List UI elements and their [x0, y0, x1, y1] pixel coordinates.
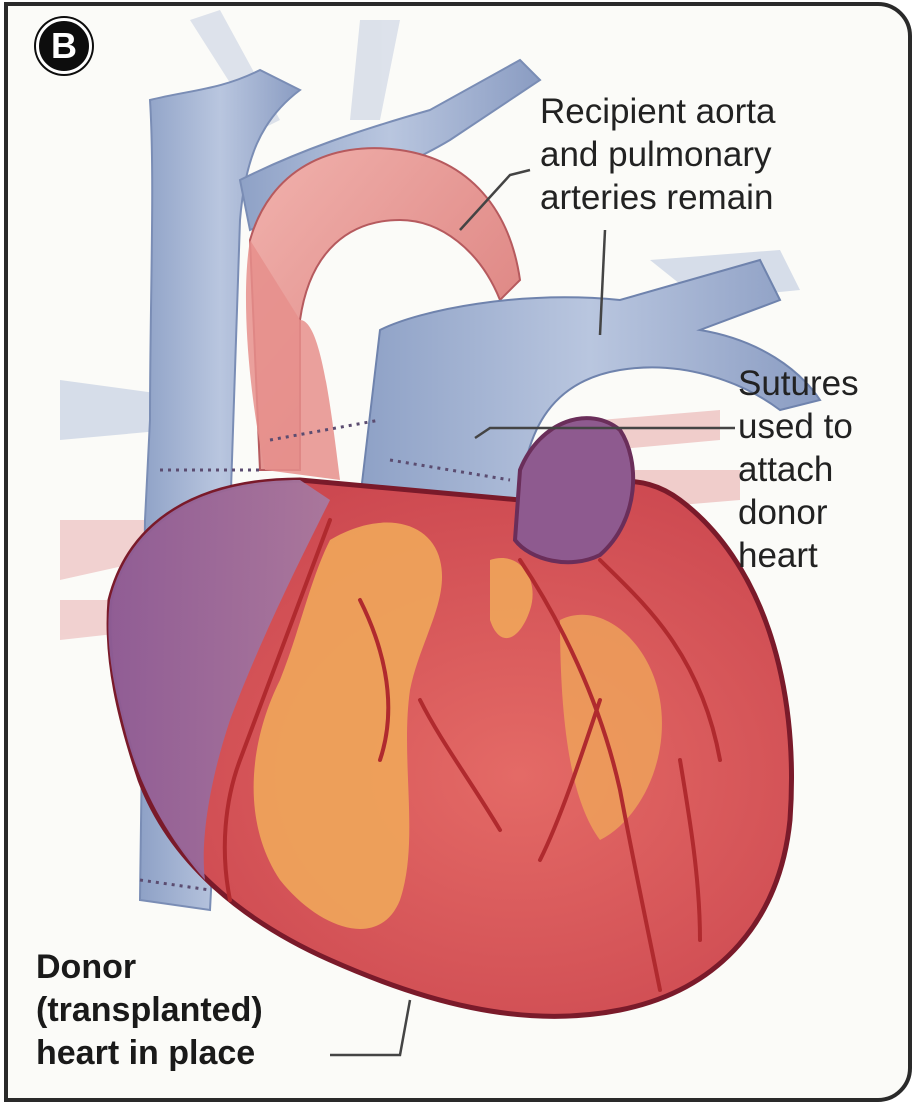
sutures-label: Sutures used to attach donor heart: [738, 362, 908, 577]
panel-letter-badge: B: [36, 18, 92, 74]
panel-letter: B: [51, 25, 77, 67]
donor-heart-label: Donor (transplanted) heart in place: [36, 946, 366, 1075]
recipient-vessels-label: Recipient aorta and pulmonary arteries r…: [540, 90, 900, 219]
